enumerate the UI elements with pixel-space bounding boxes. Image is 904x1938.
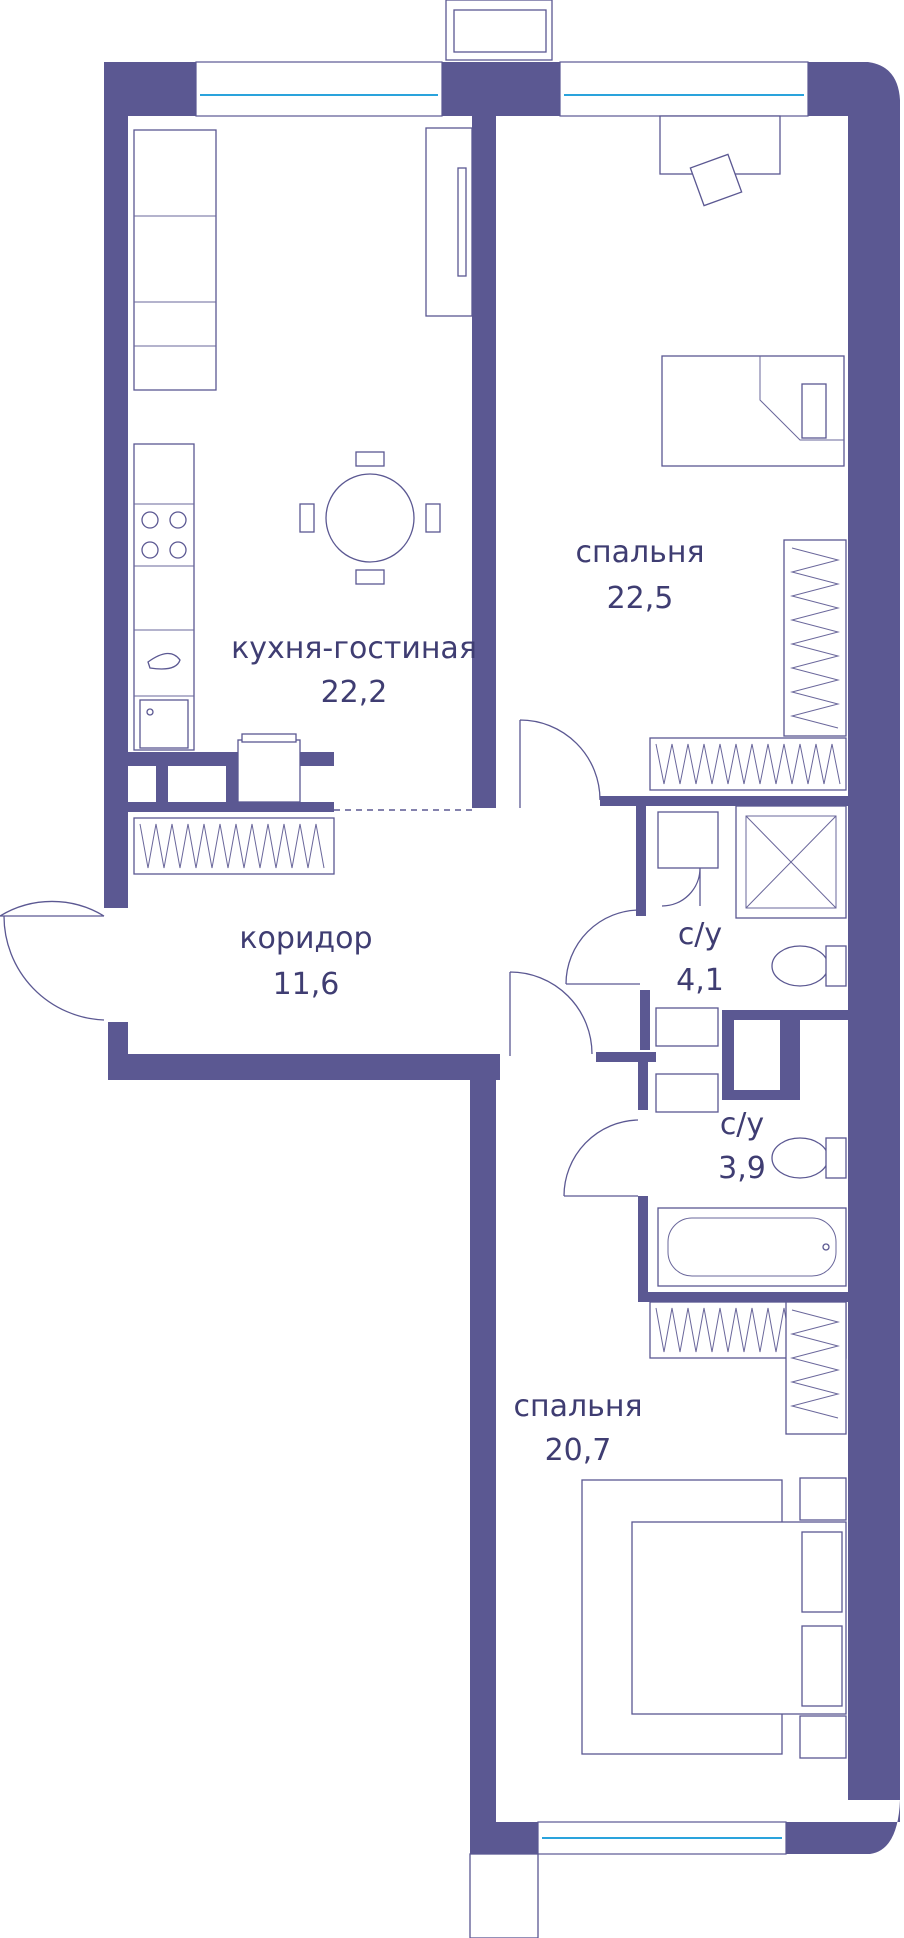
- room-labels: кухня-гостиная 22,2 спальня 22,5 коридор…: [231, 535, 766, 1468]
- fridge: [237, 739, 301, 803]
- wall-left-kitchen: [104, 290, 128, 700]
- wall-kitchen-niche-pier: [156, 752, 168, 802]
- wall-top-left-corner: [104, 62, 196, 116]
- wardrobe-bedroom-top-hatching: [790, 547, 840, 729]
- wall-bath1-top: [600, 796, 848, 806]
- wardrobe-bedroom-bottom-hatching: [655, 1307, 793, 1353]
- entrance-door-arc[interactable]: [3, 915, 105, 1021]
- burner-4: [169, 541, 187, 559]
- tv: [457, 167, 467, 277]
- bedroom-bottom-door-arc[interactable]: [509, 971, 593, 1056]
- sink: [147, 652, 181, 670]
- wall-bath1-left: [636, 796, 646, 916]
- wall-left-kitchen-lower: [104, 700, 128, 908]
- room-bedroom-bottom-name: спальня: [513, 1389, 642, 1424]
- toilet-2: [771, 1137, 829, 1179]
- wall-top-middle-pier: [442, 62, 560, 116]
- wall-right: [848, 100, 900, 1800]
- window-kitchen: [195, 61, 443, 117]
- bedroom-top-furniture: [649, 115, 847, 791]
- toilet-2-tank: [825, 1137, 847, 1179]
- room-corridor-area: 11,6: [273, 967, 340, 1002]
- balcony-bottom: [469, 1853, 539, 1938]
- wall-bath2-left: [638, 1060, 648, 1110]
- sink-drain: [146, 708, 154, 716]
- washbasin-1: [655, 1007, 719, 1047]
- room-kitchen-living-name: кухня-гостиная: [231, 631, 477, 666]
- room-bedroom-top-area: 22,5: [607, 581, 674, 616]
- room-bedroom-top-name: спальня: [575, 535, 704, 570]
- room-bathroom-1-name: с/у: [678, 917, 722, 952]
- bathtub: [657, 1207, 847, 1287]
- wall-left-upper: [104, 116, 128, 290]
- wardrobe-corridor-hatching: [139, 823, 325, 869]
- wall-partition-kitchen-bedroom-lower: [472, 690, 496, 808]
- nightstand-bottom: [799, 1715, 847, 1759]
- wall-bottom-right-corner: [786, 1800, 900, 1854]
- sink-basin: [139, 699, 189, 749]
- bathtub-drain: [822, 1243, 830, 1251]
- wall-bottom-left-corner: [470, 1822, 538, 1854]
- bath1-door-arc[interactable]: [565, 909, 641, 985]
- nightstand-top: [799, 1477, 847, 1521]
- room-bathroom-2-area: 3,9: [718, 1151, 766, 1186]
- toilet-1-tank: [825, 945, 847, 987]
- bed-single-blanket: [759, 356, 844, 441]
- wall-corridor-bottom: [108, 1054, 500, 1080]
- toilet-1: [771, 945, 829, 987]
- kitchen-counter: [133, 443, 195, 751]
- wall-bath1-left-lower: [640, 990, 650, 1050]
- room-kitchen-living-area: 22,2: [321, 675, 388, 710]
- sofa: [133, 129, 217, 391]
- bath2-door-arc[interactable]: [563, 1119, 639, 1197]
- washing-machine: [657, 811, 719, 869]
- windows: [195, 0, 809, 1938]
- burner-2: [169, 511, 187, 529]
- wall-bedroom-left: [470, 1054, 496, 1824]
- chair-left: [299, 503, 315, 533]
- dining-table: [325, 473, 415, 563]
- chair-top: [355, 451, 385, 467]
- shaft-opening-1: [734, 1020, 780, 1090]
- bedroom-bottom-furniture: [581, 1301, 847, 1759]
- kitchen-furniture: [133, 127, 473, 875]
- kitchen-door-arc[interactable]: [519, 719, 601, 808]
- doors[interactable]: [0, 719, 701, 1197]
- wardrobe-bedroom-bottom-2-hatching: [790, 1309, 840, 1419]
- burner-3: [141, 541, 159, 559]
- wall-bath2-left-lower: [638, 1196, 648, 1296]
- pillow-top: [801, 1531, 843, 1613]
- fridge-top: [241, 733, 297, 743]
- wall-partition-kitchen-bedroom: [472, 116, 496, 696]
- shaft-opening-2: [800, 1020, 848, 1100]
- room-bathroom-2-name: с/у: [720, 1107, 764, 1142]
- washbasin-2: [655, 1073, 719, 1113]
- wall-kitchen-niche-pier-2: [226, 752, 238, 802]
- window-bedroom-top: [559, 61, 809, 117]
- bath1-inner-door-arc[interactable]: [661, 867, 701, 907]
- desk-chair: [689, 153, 743, 207]
- chair-right: [425, 503, 441, 533]
- burner-1: [141, 511, 159, 529]
- wardrobe-bedroom-top-2-hatching: [655, 743, 841, 785]
- wardrobe-bedroom-bottom-2: [785, 1301, 847, 1435]
- wall-bath2-bottom: [638, 1292, 848, 1302]
- wall-kitchen-bottom-strip: [128, 802, 334, 812]
- bathroom-furniture: [655, 805, 847, 1287]
- room-bathroom-1-area: 4,1: [676, 963, 724, 998]
- chair-bottom: [355, 569, 385, 585]
- pillow-bottom: [801, 1625, 843, 1707]
- room-bedroom-bottom-area: 20,7: [545, 1433, 612, 1468]
- entrance-door-swing[interactable]: [0, 900, 105, 917]
- balcony-top-inner: [453, 9, 547, 53]
- room-corridor-name: коридор: [239, 921, 372, 956]
- wall-bath-between: [596, 1052, 656, 1062]
- bed-single-pillow: [801, 383, 827, 439]
